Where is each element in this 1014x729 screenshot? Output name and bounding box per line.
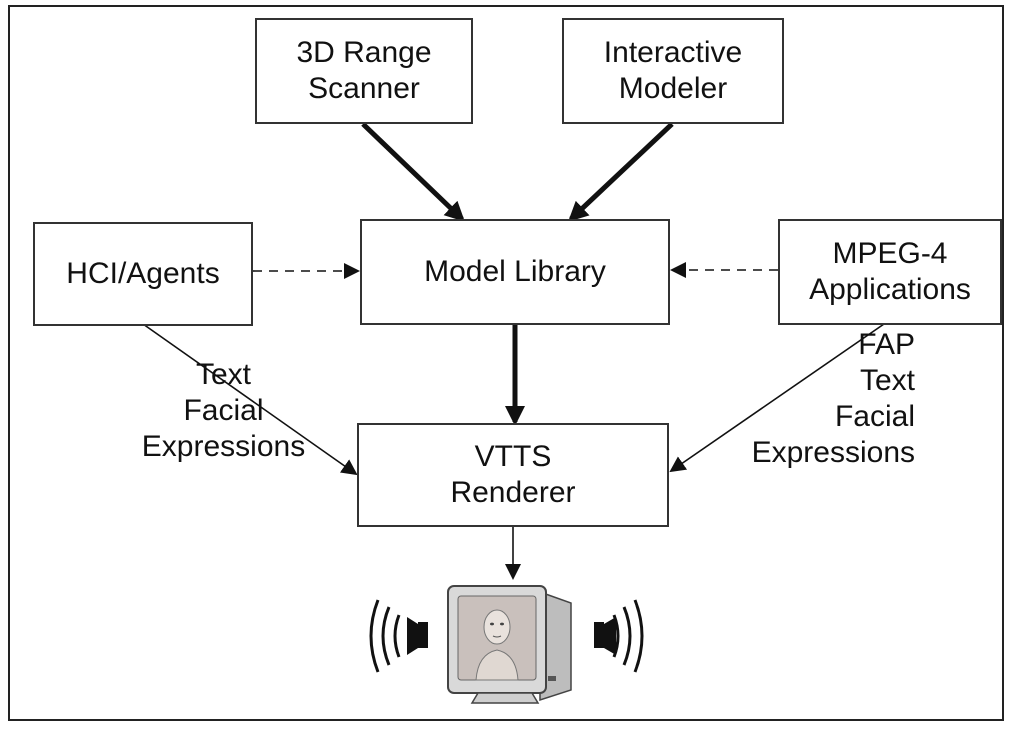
node-interactive-modeler: Interactive Modeler bbox=[562, 18, 784, 124]
edge-modeler-to-library bbox=[568, 122, 674, 222]
node-hci-agents: HCI/Agents bbox=[33, 222, 253, 326]
edge-mpeg-to-vtts bbox=[669, 323, 885, 473]
node-mpeg4-applications: MPEG-4 Applications bbox=[778, 219, 1002, 325]
node-3d-range-scanner-label: 3D Range Scanner bbox=[296, 36, 432, 105]
edge-hci-to-vtts bbox=[142, 323, 358, 476]
diagram-frame bbox=[8, 5, 1004, 721]
node-model-library-label: Model Library bbox=[424, 255, 606, 288]
right-speaker-icon bbox=[594, 599, 644, 673]
left-speaker-icon bbox=[369, 599, 428, 673]
node-interactive-modeler-label: Interactive Modeler bbox=[603, 36, 743, 105]
node-3d-range-scanner: 3D Range Scanner bbox=[255, 18, 473, 124]
node-vtts-renderer: VTTS Renderer bbox=[357, 423, 669, 527]
edge-scanner-to-library bbox=[361, 122, 465, 222]
monitor-with-face-icon bbox=[447, 585, 572, 704]
node-model-library: Model Library bbox=[360, 219, 670, 325]
edge-label-mpeg-to-vtts: FAP Text Facial Expressions bbox=[751, 328, 915, 469]
node-mpeg4-applications-label: MPEG-4 Applications bbox=[809, 237, 971, 306]
node-vtts-renderer-label: VTTS Renderer bbox=[450, 440, 576, 509]
node-hci-agents-label: HCI/Agents bbox=[66, 257, 220, 290]
edge-label-hci-to-vtts: Text Facial Expressions bbox=[141, 358, 306, 463]
